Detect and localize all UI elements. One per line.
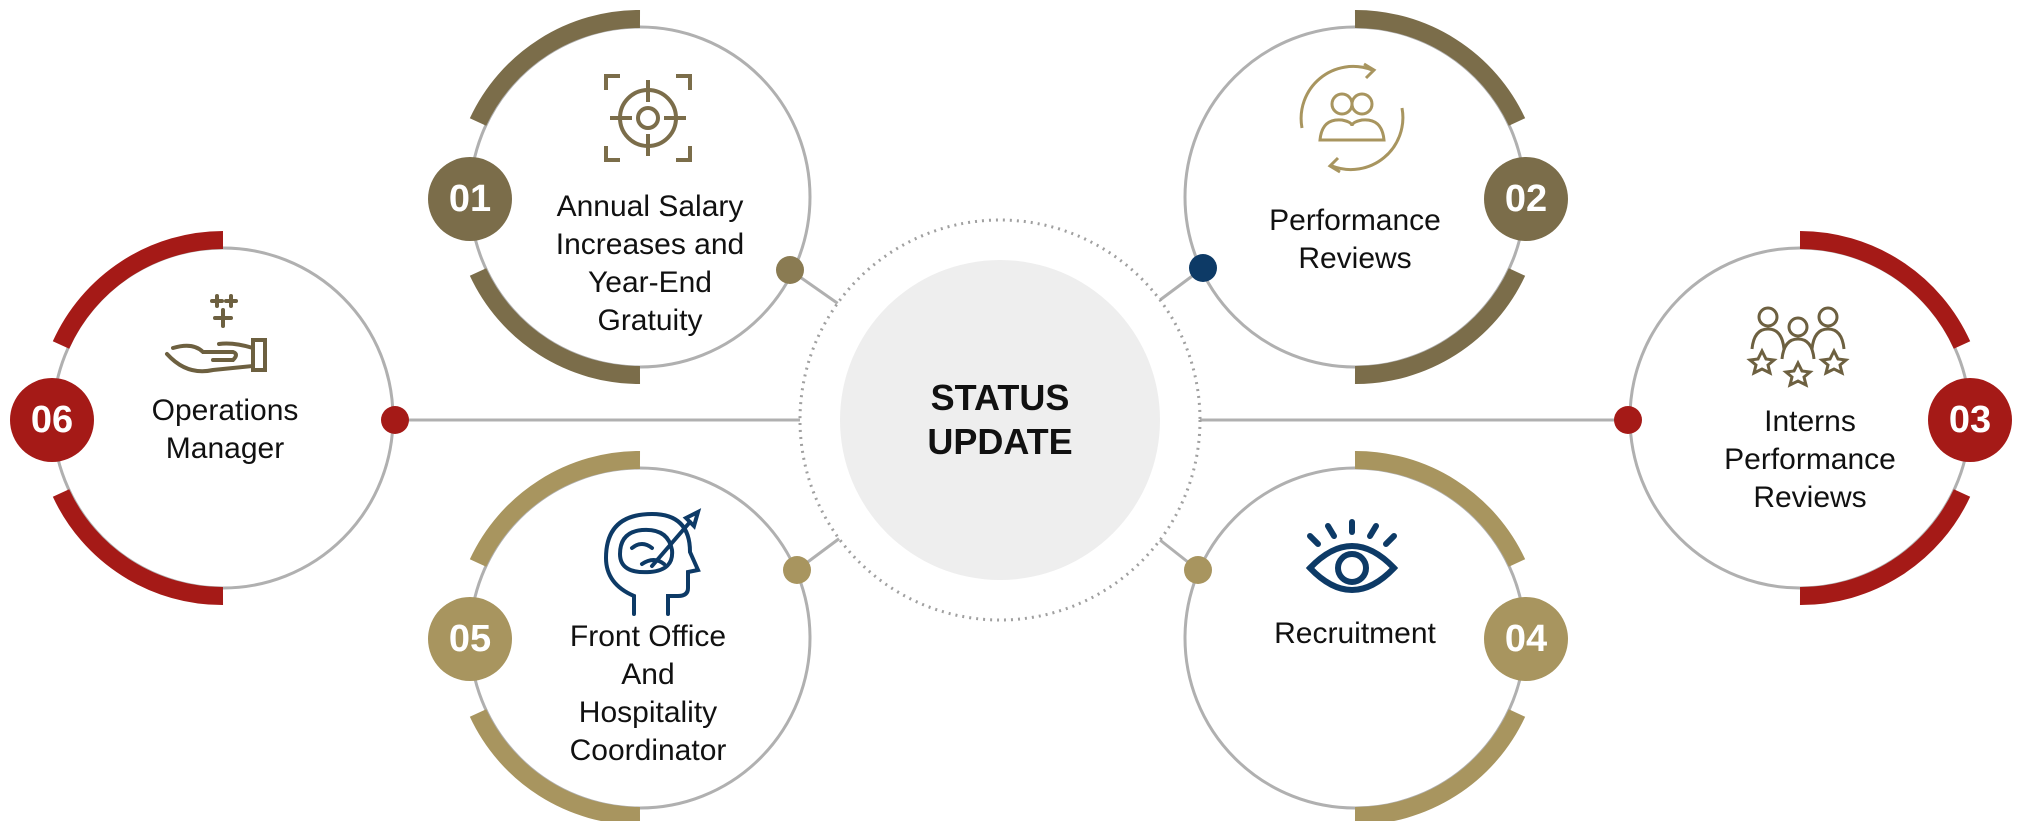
item-05-label-line: And (621, 658, 675, 691)
item-06-arc-bottom (52, 489, 224, 606)
item-04-arc-bottom (1354, 709, 1526, 821)
item-02 (1183, 9, 1527, 385)
badge-01: 01 (428, 157, 512, 241)
item-02-connector-dot (1189, 254, 1217, 282)
item-05-arc-top (469, 450, 641, 567)
badge-05: 05 (428, 597, 512, 681)
item-04-label-line: Recruitment (1274, 617, 1436, 650)
item-06-label-line: Operations (151, 394, 299, 427)
item-01-connector-dot (776, 256, 804, 284)
item-02-label-line: Performance (1269, 204, 1441, 237)
center-title-line2: UPDATE (927, 421, 1073, 462)
team-cycle-icon (1299, 62, 1405, 174)
badge-04: 04 (1484, 597, 1568, 681)
item-06-label: Operations Manager (115, 390, 335, 470)
item-03 (1614, 231, 1972, 606)
item-06-label-line: Manager (165, 432, 285, 465)
item-06-connector-dot (381, 406, 409, 434)
item-01-label-line: Year-End (588, 266, 712, 299)
item-03-label-line: Reviews (1753, 481, 1867, 514)
item-03-arc-bottom (1799, 489, 1971, 606)
item-02-label-line: Reviews (1298, 242, 1412, 275)
item-01-label-line: Annual Salary (556, 190, 744, 223)
badge-06: 06 (10, 378, 94, 462)
center-disc (840, 260, 1160, 580)
item-04-connector-dot (1184, 556, 1212, 584)
item-03-connector-dot (1614, 406, 1642, 434)
item-02-label: Performance Reviews (1230, 200, 1480, 280)
item-01-arc-bottom (469, 268, 641, 385)
item-02-ring (1183, 25, 1527, 369)
item-04-label: Recruitment (1240, 614, 1470, 654)
team-stars-icon (1746, 306, 1850, 388)
item-01-label-line: Increases and (555, 228, 745, 261)
eye-icon (1305, 519, 1399, 593)
center-hub (798, 218, 1202, 622)
item-04-arc-top (1354, 450, 1526, 567)
item-01-label: Annual Salary Increases and Year-End Gra… (530, 188, 770, 340)
item-05-arc-bottom (469, 709, 641, 821)
item-01 (468, 9, 812, 385)
item-03-label-line: Interns (1764, 405, 1856, 438)
item-06 (51, 231, 409, 606)
item-01-label-line: Gratuity (597, 304, 703, 337)
hand-sparkle-icon (165, 294, 267, 374)
item-03-arc-top (1799, 231, 1971, 349)
item-05-label-line: Front Office (569, 620, 727, 653)
center-title: STATUS UPDATE (870, 370, 1130, 470)
item-05-connector-dot (783, 556, 811, 584)
center-title-line1: STATUS (930, 377, 1070, 418)
brain-pencil-icon (603, 508, 702, 616)
item-05 (468, 450, 812, 821)
item-05-label: Front Office And Hospitality Coordinator (528, 618, 768, 770)
badge-03: 03 (1928, 378, 2012, 462)
item-02-arc-top (1354, 9, 1526, 126)
target-icon (604, 74, 692, 162)
item-05-label-line: Coordinator (569, 734, 727, 767)
badge-02: 02 (1484, 157, 1568, 241)
item-03-label-line: Performance (1724, 443, 1896, 476)
item-02-arc-bottom (1354, 268, 1526, 385)
item-06-arc-top (52, 231, 224, 349)
item-01-arc-top (469, 9, 641, 126)
item-03-label: Interns Performance Reviews (1690, 401, 1930, 519)
item-05-label-line: Hospitality (578, 696, 718, 729)
